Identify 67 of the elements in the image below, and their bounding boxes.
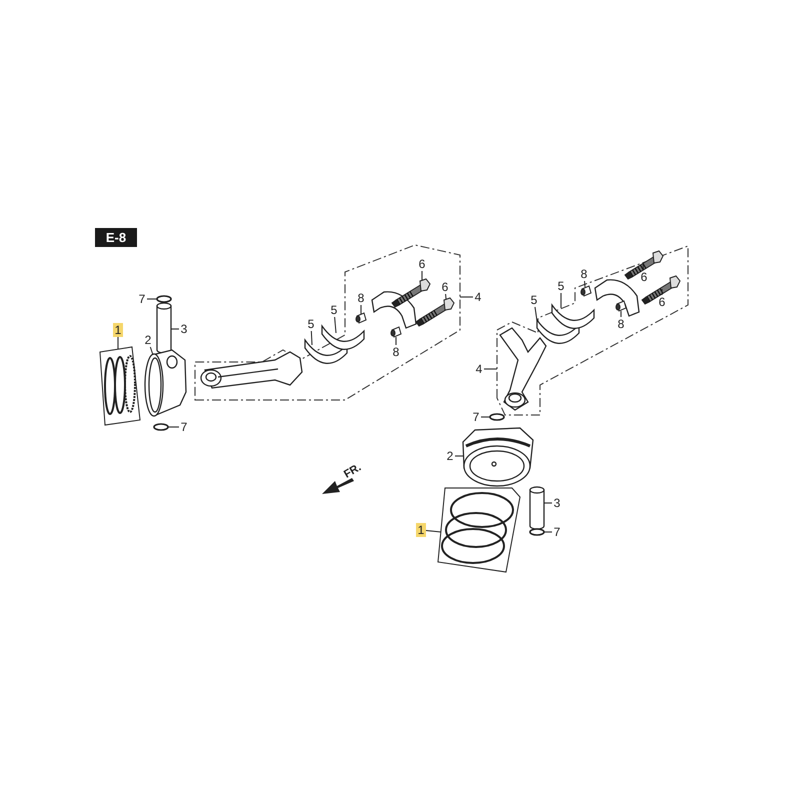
callout-number: 5 (556, 279, 566, 293)
callout-number: 5 (529, 293, 539, 307)
circlip-drawing (529, 528, 545, 536)
leader-line (534, 306, 538, 322)
callout-number: 2 (143, 333, 153, 347)
leader-line (480, 416, 490, 418)
bolt-drawing (391, 278, 433, 308)
callout-number: 5 (306, 317, 316, 331)
callout-number: 4 (473, 290, 483, 304)
leader-line (445, 294, 446, 300)
direction-label: FR. (342, 462, 364, 481)
callout-number: 8 (579, 267, 589, 281)
callout-number: 6 (657, 295, 667, 309)
leader-line (620, 310, 622, 318)
leader-line (460, 296, 474, 298)
callout-number: 7 (179, 420, 189, 434)
leader-line (310, 330, 312, 346)
callout-number: 4 (474, 362, 484, 376)
dowel-pin-drawing (581, 285, 592, 297)
bearing-shell-drawing (304, 339, 348, 363)
leader-line (426, 530, 442, 532)
piston-drawing (462, 427, 534, 487)
callout-number: 6 (639, 270, 649, 284)
callout-number: 1 (416, 523, 426, 537)
callout-number: 6 (417, 257, 427, 271)
bolt-drawing (624, 250, 666, 280)
callout-number: 8 (616, 317, 626, 331)
leader-line (150, 346, 154, 356)
callout-number: 8 (356, 291, 366, 305)
group-outline (497, 246, 688, 415)
circlip-drawing (153, 423, 169, 431)
piston-ring-set-drawing (99, 346, 141, 426)
callout-number: 5 (329, 303, 339, 317)
bolt-drawing (415, 297, 457, 327)
piston-drawing (145, 349, 187, 417)
leader-line (584, 280, 586, 288)
callout-number: 3 (552, 496, 562, 510)
leader-line (146, 298, 158, 300)
leader-line (642, 264, 644, 270)
dowel-pin-drawing (391, 326, 402, 338)
bearing-shell-drawing (536, 319, 580, 343)
bearing-shell-drawing (551, 304, 595, 328)
leader-line (168, 426, 180, 428)
bearing-shell-drawing (321, 325, 365, 349)
leader-line (334, 316, 336, 334)
piston-pin-drawing (156, 302, 172, 354)
leader-line (560, 292, 562, 308)
leader-line (544, 502, 552, 504)
piston-ring-set-drawing (437, 487, 521, 573)
dowel-pin-drawing (616, 300, 627, 312)
leader-line (360, 304, 362, 314)
callout-number: 6 (440, 280, 450, 294)
circlip-drawing (156, 295, 172, 303)
callout-number: 7 (552, 525, 562, 539)
callout-number: 2 (445, 449, 455, 463)
dowel-pin-drawing (356, 312, 367, 324)
piston-pin-drawing (529, 486, 545, 530)
callout-number: 8 (391, 345, 401, 359)
circlip-drawing (489, 413, 505, 421)
callout-number: 1 (113, 323, 123, 337)
section-tag: E-8 (95, 228, 137, 247)
callout-number: 7 (137, 292, 147, 306)
callout-number: 7 (471, 410, 481, 424)
group-outline (195, 245, 460, 400)
leader-line (484, 368, 498, 370)
leader-line (170, 328, 180, 330)
callout-number: 3 (179, 322, 189, 336)
